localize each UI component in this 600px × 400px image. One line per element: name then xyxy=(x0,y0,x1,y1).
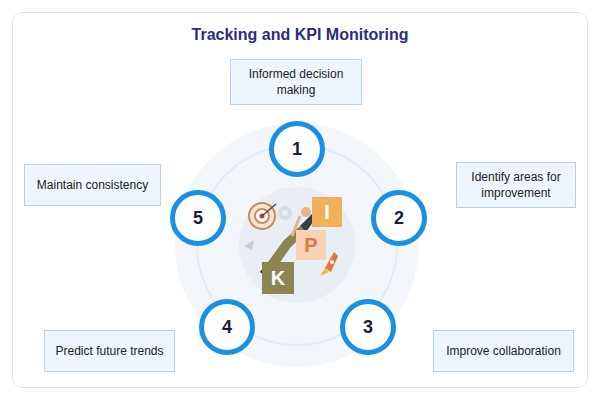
card-border xyxy=(13,13,588,388)
kpi-letter-block: P xyxy=(296,230,326,260)
center-disc xyxy=(239,187,355,303)
label-box: Improve collaboration xyxy=(433,330,574,372)
number-circle: 3 xyxy=(339,298,397,356)
number-circle: 5 xyxy=(169,189,227,247)
label-box: Predict future trends xyxy=(44,330,175,372)
number-circle: 1 xyxy=(268,120,326,178)
callout-number: 3 xyxy=(339,298,397,356)
background-disc xyxy=(175,123,419,367)
target-icon xyxy=(249,203,276,229)
box-label: Predict future trends xyxy=(55,343,163,359)
label-box: Identify areas for improvement xyxy=(456,162,576,208)
box-label: Informed decision making xyxy=(239,66,353,98)
diagram-title: Tracking and KPI Monitoring xyxy=(0,26,600,44)
callout-number: 2 xyxy=(370,189,428,247)
kpi-letter-block: K xyxy=(262,262,294,294)
kpi-letter: I xyxy=(324,201,330,224)
kpi-letter: P xyxy=(304,234,317,257)
small-arrow xyxy=(244,240,254,250)
number-circle: 2 xyxy=(370,189,428,247)
callout-number: 4 xyxy=(198,298,256,356)
box-label: Improve collaboration xyxy=(446,343,561,359)
label-box: Maintain consistency xyxy=(24,164,161,206)
label-box: Informed decision making xyxy=(230,59,362,105)
box-label: Maintain consistency xyxy=(37,177,148,193)
callout-number: 5 xyxy=(169,189,227,247)
kpi-letter: K xyxy=(271,267,285,290)
kpi-letter-block: I xyxy=(312,197,342,227)
box-label: Identify areas for improvement xyxy=(465,169,567,201)
callout-number: 1 xyxy=(268,120,326,178)
number-circle: 4 xyxy=(198,298,256,356)
